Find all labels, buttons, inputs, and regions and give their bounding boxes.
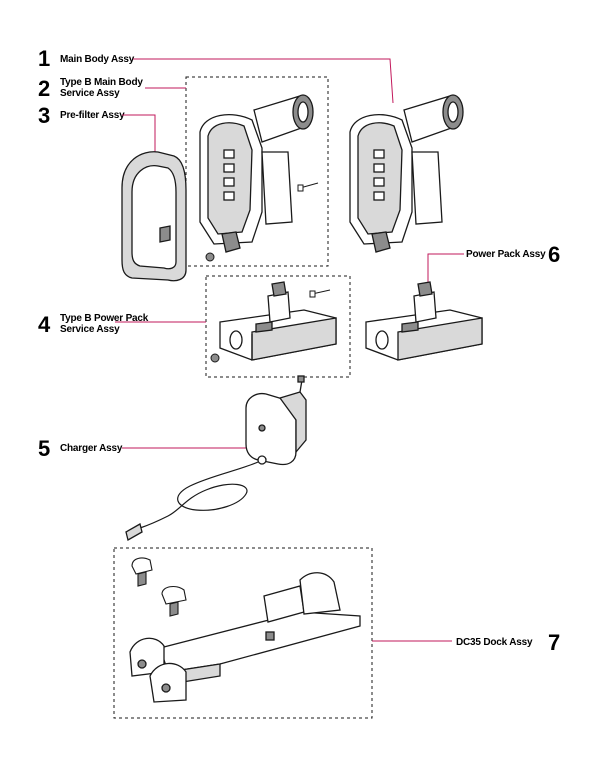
leader-line-power-pack	[427, 253, 464, 282]
part-label-main-body: Main Body Assy	[60, 54, 135, 65]
dock-clip-parts	[131, 557, 187, 617]
charger-plug-icon	[125, 375, 307, 541]
part-number-1: 1	[38, 46, 51, 71]
dock-kit-box	[113, 547, 373, 719]
leader-line-main-body	[133, 58, 394, 104]
part-label-power-pack: Power Pack Assy	[466, 249, 546, 260]
part-number-2: 2	[38, 76, 51, 101]
wall-dock-icon	[129, 572, 361, 703]
part-label-dock: DC35 Dock Assy	[456, 637, 533, 648]
battery-pack-icon	[365, 281, 483, 361]
pre-filter-icon	[121, 151, 187, 282]
power-pack-kit-box	[205, 275, 351, 378]
part-number-5: 5	[38, 436, 51, 461]
main-body-kit-box	[185, 76, 329, 267]
vacuum-main-body-icon	[199, 94, 314, 253]
screw-icon	[205, 182, 319, 262]
part-label-charger: Charger Assy	[60, 443, 123, 454]
service-kit-boxes	[113, 76, 373, 719]
part-number-6: 6	[548, 242, 561, 267]
vacuum-main-body-icon	[349, 94, 464, 253]
part-label-pre-filter: Pre-filter Assy	[60, 110, 125, 121]
battery-pack-icon	[219, 281, 337, 361]
part-number-3: 3	[38, 103, 51, 128]
part-number-4: 4	[38, 312, 51, 337]
screw-icon	[210, 289, 331, 363]
leader-line-pre-filter	[122, 114, 156, 155]
part-number-7: 7	[548, 630, 561, 655]
leader-line-charger	[122, 430, 249, 449]
